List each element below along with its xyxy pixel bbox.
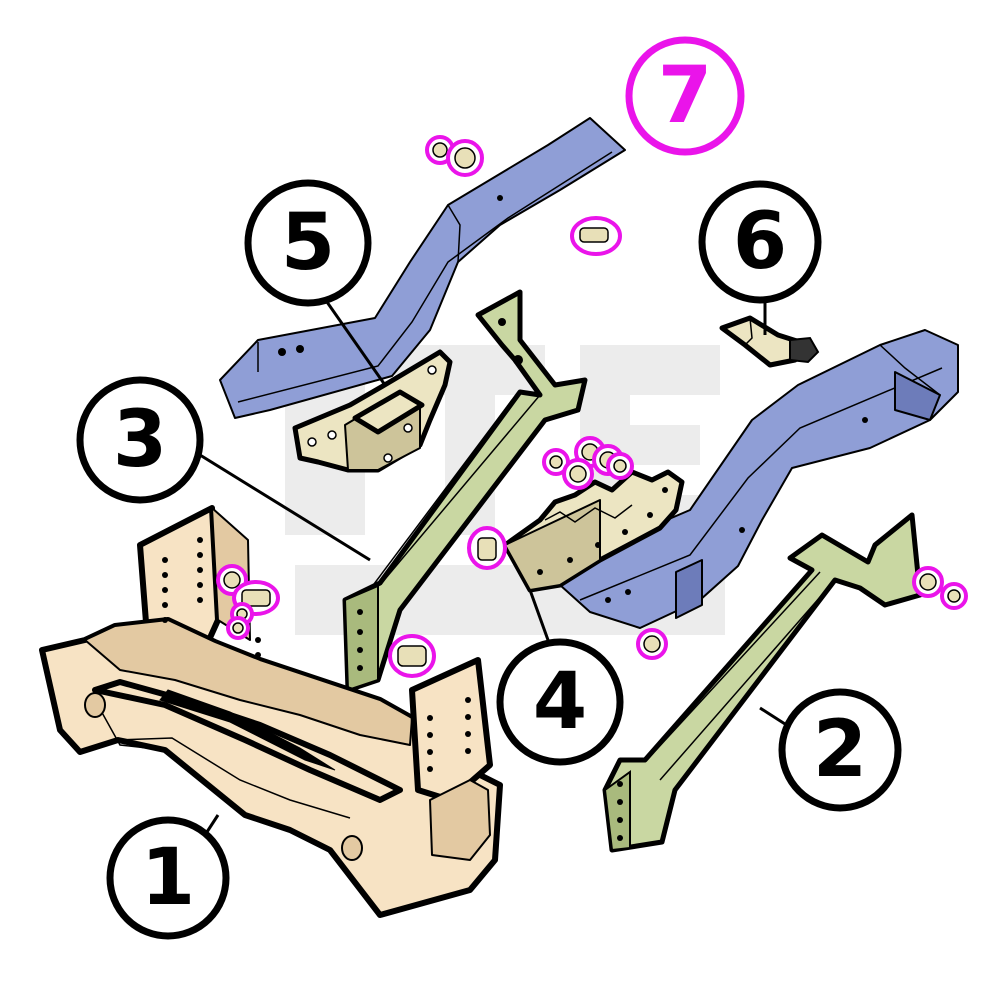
- bolt-bracket: [388, 634, 436, 678]
- left-frame-rail: [219, 117, 626, 419]
- washer-nut-top: [425, 135, 484, 177]
- bolt-plate: [467, 526, 507, 570]
- svg-text:5: 5: [281, 198, 335, 288]
- bolt-cluster-center: [542, 436, 634, 490]
- left-support-bracket: [342, 289, 588, 693]
- washer-nut-right: [912, 566, 968, 610]
- pin: [719, 315, 820, 368]
- callout-6: 6: [698, 180, 822, 304]
- right-support-bracket: [602, 512, 923, 853]
- bolt-cluster-bumper: [216, 564, 280, 640]
- callout-4: 4: [496, 638, 624, 766]
- right-frame-mount-plate: [502, 469, 685, 593]
- callout-5: 5: [244, 179, 372, 307]
- callout-1: 1: [106, 816, 230, 940]
- callout-3: 3: [76, 376, 204, 504]
- right-frame-rail: [559, 329, 959, 629]
- svg-text:1: 1: [141, 833, 195, 923]
- svg-text:3: 3: [113, 395, 167, 485]
- svg-text:6: 6: [733, 197, 787, 287]
- callout-2: 2: [778, 688, 902, 812]
- left-frame-mount-plate: [292, 349, 453, 473]
- nut-rail: [636, 628, 668, 660]
- front-bumper: [39, 505, 503, 918]
- hardware: [216, 135, 968, 678]
- svg-text:2: 2: [813, 705, 867, 795]
- bolt-rail: [570, 216, 622, 256]
- callout-7: 7: [625, 36, 745, 156]
- svg-text:7: 7: [658, 51, 712, 141]
- svg-text:4: 4: [533, 657, 587, 747]
